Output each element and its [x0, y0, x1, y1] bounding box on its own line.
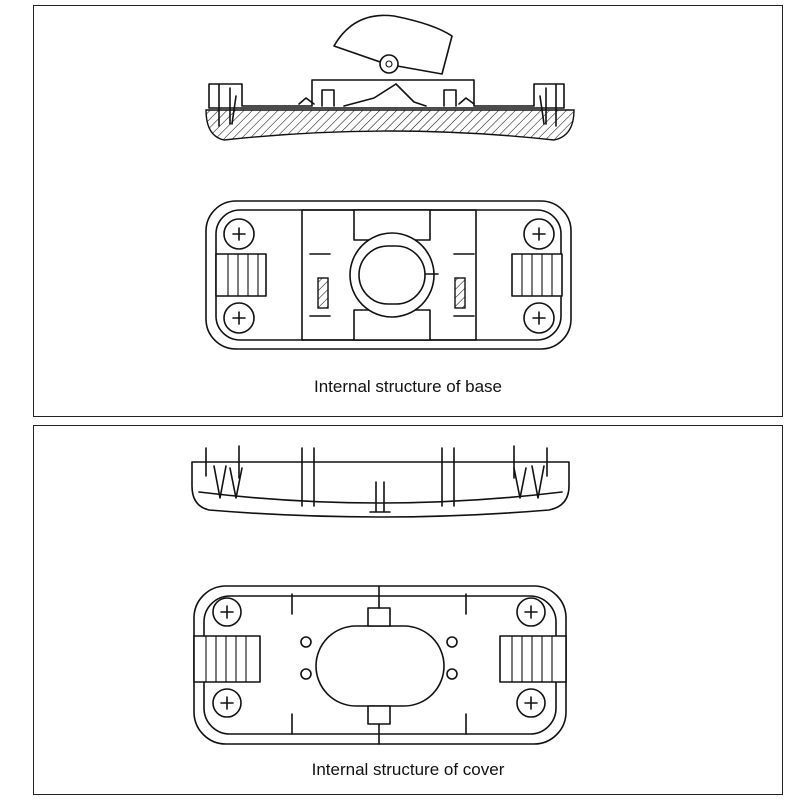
cross-screw-icon	[220, 696, 234, 710]
cross-screw-icon	[232, 311, 246, 325]
cover-ribs	[301, 447, 455, 507]
cover-structure-panel: Internal structure of cover	[33, 425, 783, 795]
base-caption: Internal structure of base	[313, 377, 503, 396]
base-cavity-ribs	[309, 253, 475, 317]
cover-drawing	[191, 445, 570, 745]
base-left-clip	[218, 83, 237, 127]
cover-peg-hole	[446, 668, 458, 680]
base-right-contact	[454, 277, 466, 309]
cover-shell-section	[191, 461, 570, 518]
cover-inner-curve	[198, 491, 563, 504]
cover-clip-posts	[205, 445, 548, 479]
base-drawing	[205, 14, 575, 350]
cross-screw-icon	[524, 696, 538, 710]
cross-screw-icon	[524, 605, 538, 619]
base-contact-spring	[343, 83, 427, 107]
cover-bottom-tab	[367, 705, 391, 725]
cover-side-ribs	[291, 593, 467, 735]
rocker-pivot-pin	[385, 60, 393, 68]
rocker-switch-actuator	[333, 14, 453, 75]
base-housing-body	[208, 79, 565, 109]
cover-peg-hole	[300, 668, 312, 680]
cover-right-cable-grip	[499, 635, 567, 683]
base-plate-section	[205, 109, 575, 141]
cover-top-tab	[367, 607, 391, 627]
cross-screw-icon	[532, 227, 546, 241]
base-top-view	[205, 200, 572, 350]
base-right-cable-grip	[511, 253, 563, 297]
grip-ridges	[205, 636, 247, 682]
cover-caption: Internal structure of cover	[311, 760, 505, 779]
cover-peg-hole	[446, 636, 458, 648]
base-contact-posts	[321, 89, 457, 107]
cover-peg-hole	[300, 636, 312, 648]
base-switch-window	[358, 245, 426, 305]
cover-left-cable-grip	[193, 635, 261, 683]
base-structure-panel: Internal structure of base	[33, 5, 783, 417]
cover-side-view	[191, 445, 570, 518]
cross-screw-icon	[220, 605, 234, 619]
rocker-pivot	[379, 54, 399, 74]
cover-snap-teeth	[213, 465, 545, 499]
cover-switch-opening	[315, 625, 445, 707]
cross-screw-icon	[232, 227, 246, 241]
grip-ridges	[227, 254, 259, 296]
cross-screw-icon	[532, 311, 546, 325]
grip-ridges	[511, 636, 553, 682]
grip-ridges	[521, 254, 553, 296]
base-right-clip	[539, 83, 557, 127]
cover-center-pin	[369, 481, 391, 513]
base-left-contact	[317, 277, 329, 309]
cover-top-view	[193, 585, 567, 745]
base-inner-ribs	[298, 97, 475, 105]
base-side-view	[205, 14, 575, 141]
